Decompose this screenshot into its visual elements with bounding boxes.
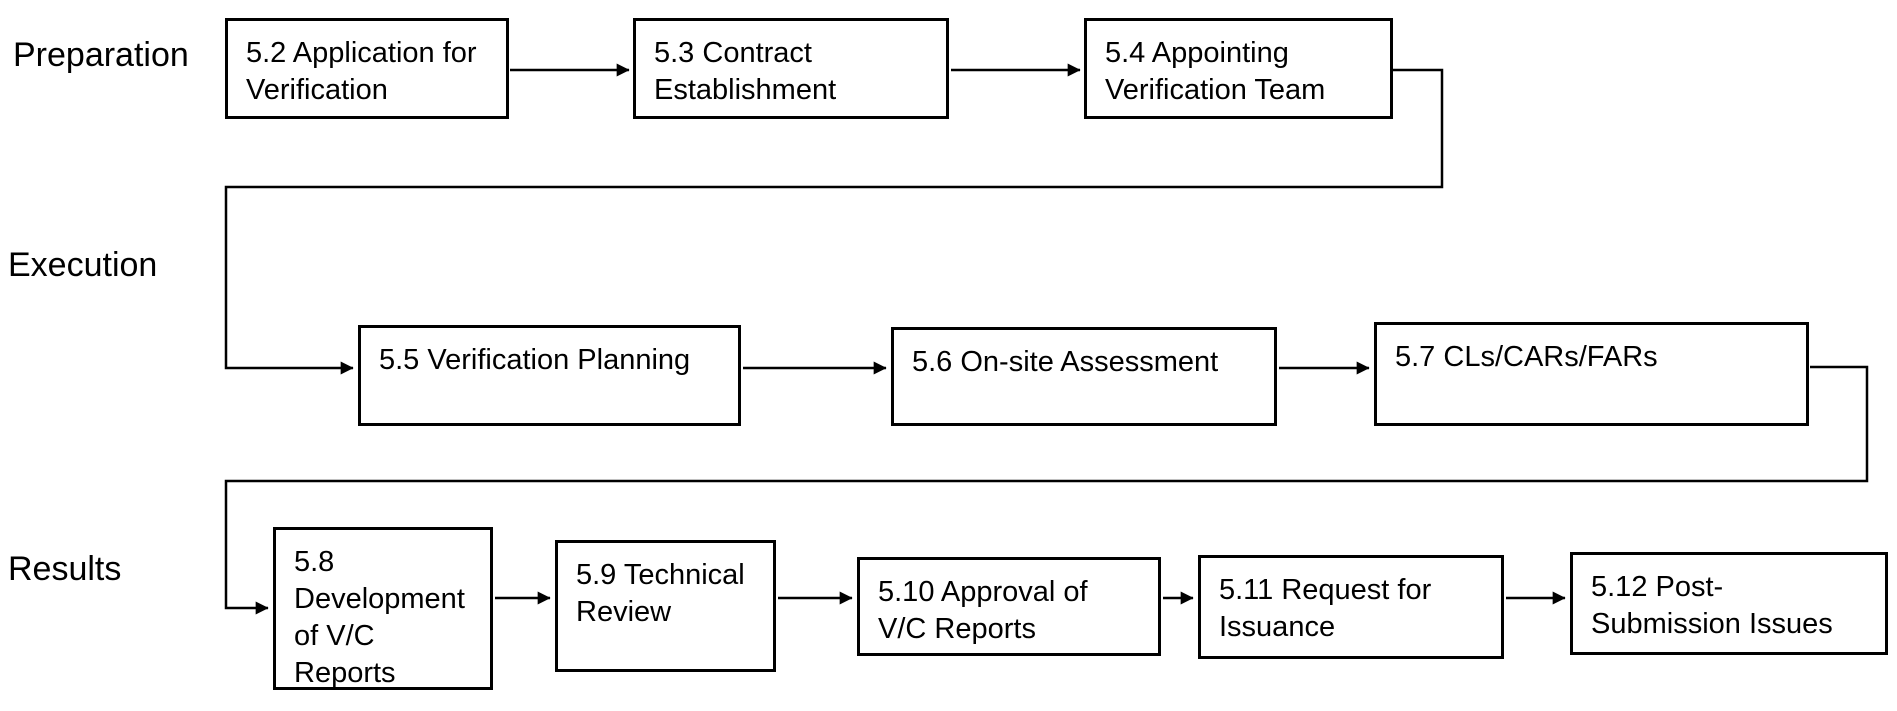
connector-5-4-to-5-5 [224,68,1444,375]
flow-box-5-6-on-site-assessment: 5.6 On-site Assessment [891,327,1277,426]
flow-box-5-11-request-for-issuance: 5.11 Request for Issuance [1198,555,1504,659]
flow-box-5-12-post-submission-issues: 5.12 Post- Submission Issues [1570,552,1888,655]
row-label-execution: Execution [8,246,158,284]
flow-box-5-8-development-of-vc-reports: 5.8 Development of V/C Reports [273,527,493,690]
flow-box-5-10-approval-of-vc-reports: 5.10 Approval of V/C Reports [857,557,1161,656]
row-label-preparation: Preparation [13,36,189,74]
flow-box-5-3-contract-establishment: 5.3 Contract Establishment [633,18,949,119]
row-label-results: Results [8,550,122,588]
flow-box-5-2-application-for-verification: 5.2 Application for Verification [225,18,509,119]
flow-box-5-7-cls-cars-fars: 5.7 CLs/CARs/FARs [1374,322,1809,426]
connector-5-7-to-5-8 [224,365,1869,615]
flow-box-5-5-verification-planning: 5.5 Verification Planning [358,325,741,426]
flow-box-5-4-appointing-verification-team: 5.4 Appointing Verification Team [1084,18,1393,119]
flow-box-5-9-technical-review: 5.9 Technical Review [555,540,776,672]
